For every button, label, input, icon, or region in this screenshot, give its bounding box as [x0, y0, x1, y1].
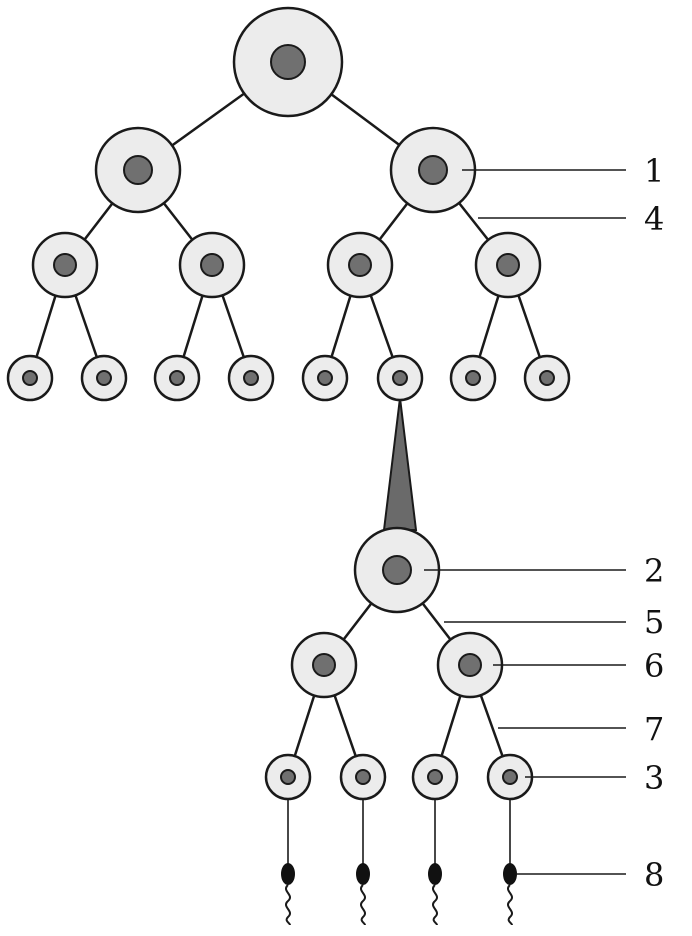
sperm: [356, 863, 370, 926]
label-6: 6: [644, 647, 664, 685]
cell-enlarged: [353, 526, 441, 614]
sperm: [428, 863, 442, 926]
cell-gen2-left: [94, 126, 182, 214]
cell-gen4: [6, 354, 571, 402]
enlargement-wedge: [382, 397, 418, 531]
cell-lower-gen2: [290, 631, 504, 699]
label-1: 1: [644, 152, 664, 190]
sperm: [503, 863, 517, 926]
label-5: 5: [644, 603, 664, 641]
leader-lines: [424, 169, 626, 875]
label-4: 4: [644, 200, 664, 238]
label-3: 3: [644, 759, 664, 797]
sperm-cells: [281, 863, 517, 926]
label-8: 8: [644, 856, 664, 894]
label-7: 7: [644, 710, 664, 748]
sperm: [281, 863, 295, 926]
cell-lower-gen3: [264, 753, 534, 801]
cell-gen1: [232, 6, 344, 118]
number-labels: 1 4 2 5 6 7 3 8: [644, 152, 664, 894]
cell-gen3: [31, 231, 542, 299]
label-2: 2: [644, 552, 664, 590]
